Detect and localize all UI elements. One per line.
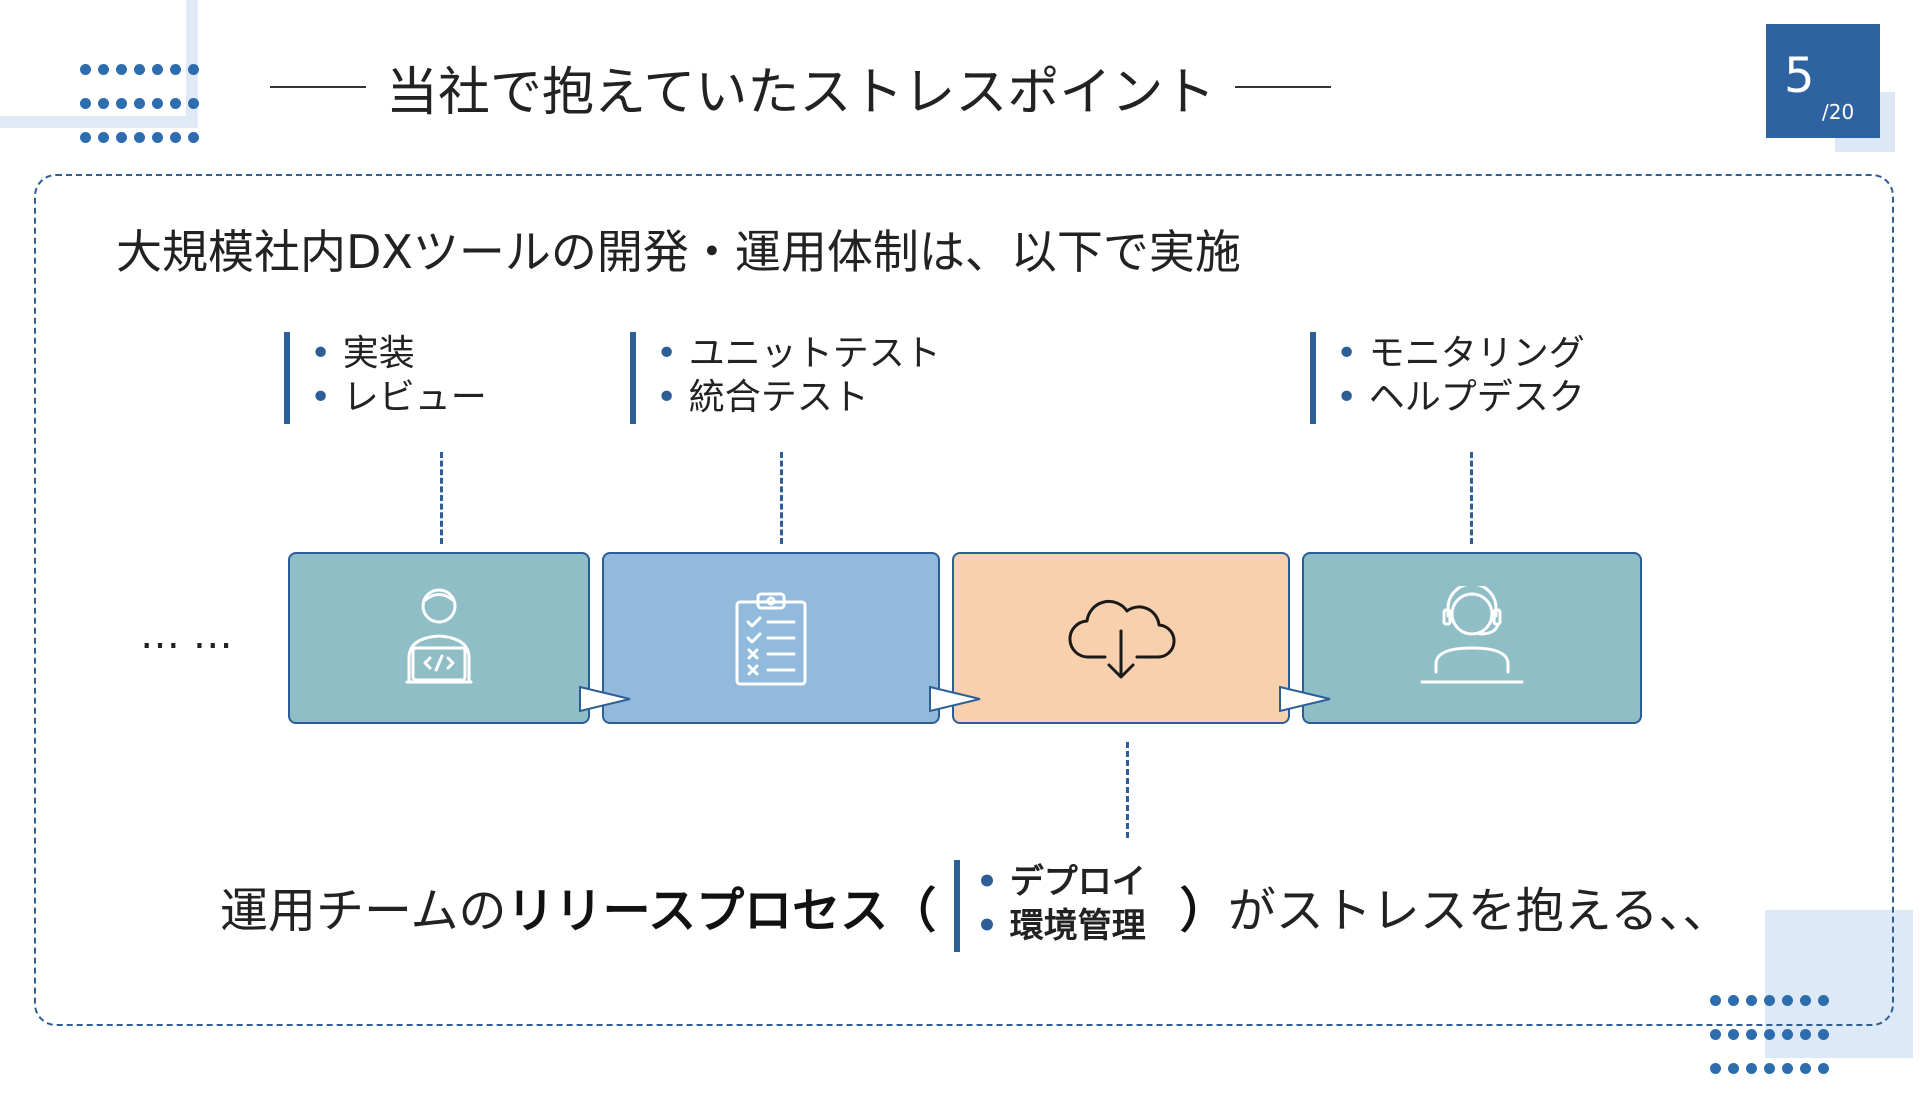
page-number-badge: 5 /20 bbox=[1766, 24, 1880, 138]
connector-line-operation bbox=[1470, 452, 1473, 544]
bullet-group-bar bbox=[954, 860, 961, 952]
bullet-group-bar bbox=[1310, 332, 1316, 424]
decorative-horizontal-line bbox=[0, 116, 198, 128]
bullet-item: レビュー bbox=[310, 376, 487, 420]
ellipsis-text: … … bbox=[140, 612, 233, 658]
bullet-item: 環境管理 bbox=[976, 904, 1146, 948]
decorative-dot-grid-bottom-right bbox=[1710, 995, 1836, 1097]
bullet-item: ユニットテスト bbox=[656, 332, 941, 376]
process-step-operation bbox=[1302, 552, 1642, 724]
process-step-development bbox=[288, 552, 590, 724]
bottom-close-paren: ） bbox=[1179, 883, 1228, 939]
connector-line-development bbox=[440, 452, 443, 544]
bottom-statement: 運用チームの リリースプロセス（ デプロイ 環境管理 ） がストレスを抱える、、 bbox=[220, 860, 1730, 952]
process-step-testing bbox=[602, 552, 940, 724]
flow-arrow bbox=[579, 685, 631, 713]
section-heading: 大規模社内DXツールの開発・運用体制は、以下で実施 bbox=[116, 225, 1241, 279]
bottom-suffix: がストレスを抱える、、 bbox=[1227, 883, 1731, 939]
title-rule-right bbox=[1235, 86, 1332, 88]
bottom-prefix: 運用チームの bbox=[220, 883, 507, 939]
bullet-item: 実装 bbox=[310, 332, 487, 376]
bullet-item: 統合テスト bbox=[656, 376, 941, 420]
developer-laptop-icon bbox=[405, 588, 473, 684]
title-rule-left bbox=[270, 86, 366, 88]
content-frame bbox=[34, 174, 1894, 1026]
checklist-clipboard-icon bbox=[735, 592, 807, 686]
release-subitems: デプロイ 環境管理 bbox=[954, 860, 1146, 952]
bullet-item: デプロイ bbox=[976, 860, 1146, 904]
bullet-item: ヘルプデスク bbox=[1336, 376, 1585, 420]
headset-support-icon bbox=[1420, 586, 1524, 684]
cloud-download-icon bbox=[1068, 600, 1176, 679]
connector-line-testing bbox=[780, 452, 783, 544]
bullet-group-bar bbox=[284, 332, 290, 424]
decorative-dot-grid-top-left bbox=[80, 64, 206, 166]
bullet-group-development: 実装 レビュー bbox=[284, 332, 487, 424]
bottom-bold-text: リリースプロセス（ bbox=[506, 883, 937, 939]
process-step-release bbox=[952, 552, 1290, 724]
bullet-group-operation: モニタリング ヘルプデスク bbox=[1310, 332, 1585, 424]
bullet-item: モニタリング bbox=[1336, 332, 1585, 376]
connector-line-release bbox=[1126, 742, 1129, 838]
page-current: 5 bbox=[1784, 48, 1815, 104]
slide-title-text: 当社で抱えていたストレスポイント bbox=[386, 62, 1216, 123]
slide-title: 当社で抱えていたストレスポイント bbox=[270, 52, 1332, 123]
page-total: /20 bbox=[1822, 100, 1855, 124]
bullet-group-bar bbox=[630, 332, 636, 424]
flow-arrow bbox=[1279, 685, 1331, 713]
bullet-group-testing: ユニットテスト 統合テスト bbox=[630, 332, 941, 424]
flow-arrow bbox=[929, 685, 981, 713]
